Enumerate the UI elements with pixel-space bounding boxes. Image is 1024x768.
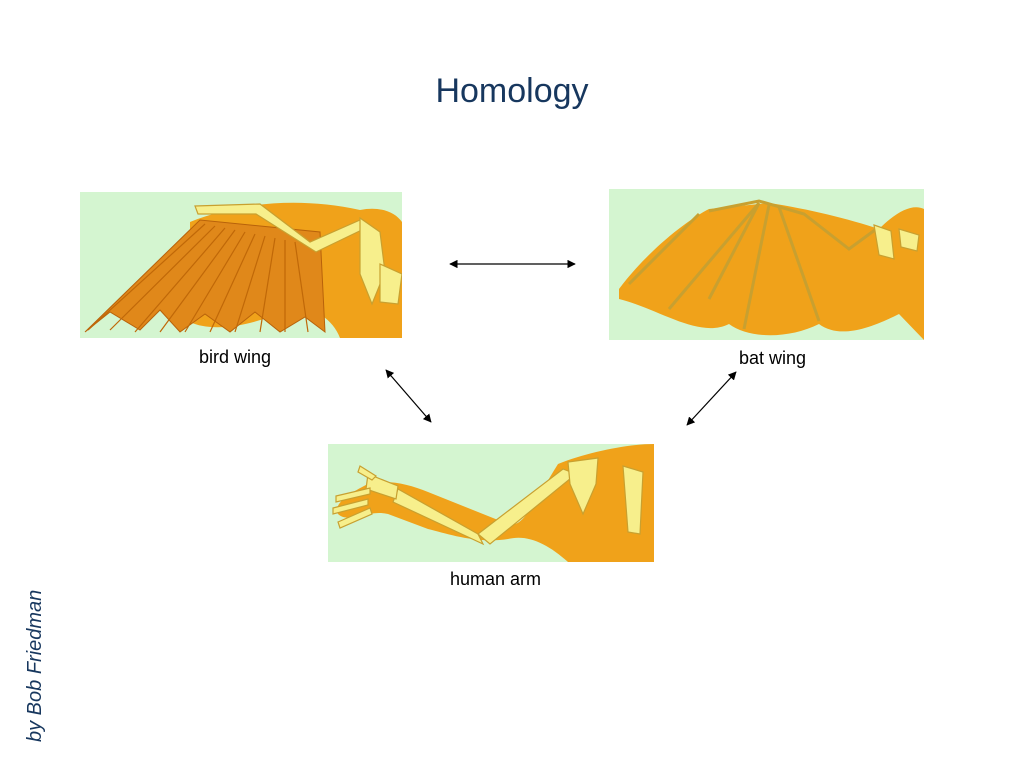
human-arm-image xyxy=(328,444,654,562)
bat-wing-caption: bat wing xyxy=(738,348,807,368)
author-credit: by Bob Friedman xyxy=(24,589,46,742)
slide-title: Homology xyxy=(435,72,589,110)
bird-wing-image xyxy=(80,192,402,338)
bat-wing-image xyxy=(609,189,924,340)
human-arm-caption: human arm xyxy=(449,569,542,589)
arrow-bat-human xyxy=(686,371,737,426)
bird-wing-caption: bird wing xyxy=(198,347,272,367)
arrow-bird-human xyxy=(385,369,432,423)
